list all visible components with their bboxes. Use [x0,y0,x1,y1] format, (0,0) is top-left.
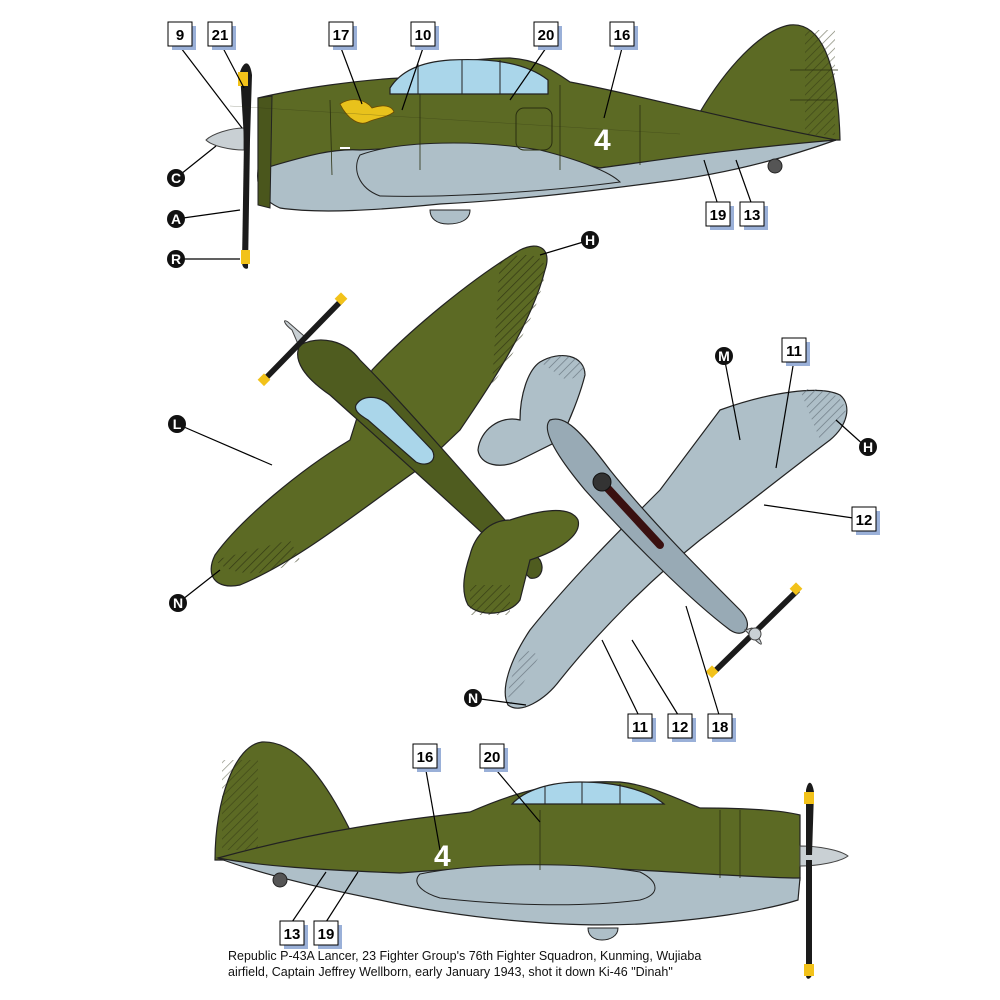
svg-text:12: 12 [856,512,873,529]
caption: Republic P-43A Lancer, 23 Fighter Group'… [228,948,748,980]
callout-12-bottom: 12 [667,713,696,742]
callout-12-right: 12 [851,506,880,535]
svg-text:19: 19 [318,926,335,943]
callout-20: 20 [533,21,562,50]
svg-text:C: C [171,170,181,186]
upper-plan-view [210,245,579,615]
marker-R: R [167,250,185,268]
bottom-canopy [510,781,666,805]
svg-text:H: H [863,439,873,455]
svg-text:19: 19 [710,207,727,224]
marker-N-under: N [464,689,482,707]
svg-text:H: H [585,232,595,248]
marker-C: C [167,169,185,187]
svg-text:A: A [171,211,181,227]
caption-line-1: Republic P-43A Lancer, 23 Fighter Group'… [228,949,702,963]
marker-H-under: H [859,438,877,456]
callout-11-right: 11 [781,337,810,366]
right-side-profile: 4 [214,741,849,979]
nose-art-emblem [339,99,395,124]
callout-10: 10 [410,21,439,50]
callout-16: 16 [609,21,638,50]
aircraft-number: 4 [594,124,611,157]
marker-A: A [167,210,185,228]
callout-19-bottom: 19 [313,920,342,949]
bottom-propeller [804,782,814,979]
circle-markers: C A R H L N M H [167,169,877,707]
svg-text:13: 13 [284,926,301,943]
callout-13: 13 [739,201,768,230]
svg-text:16: 16 [614,27,631,44]
svg-text:20: 20 [484,749,501,766]
canopy [389,58,549,95]
svg-text:M: M [718,348,730,364]
callout-17: 17 [328,21,357,50]
svg-text:17: 17 [333,27,350,44]
svg-text:R: R [171,251,181,267]
marker-H-plan: H [581,231,599,249]
callout-20-bottom: 20 [479,743,508,772]
callout-13-bottom: 13 [279,920,308,949]
svg-text:L: L [173,416,182,432]
caption-line-2: airfield, Captain Jeffrey Wellborn, earl… [228,965,673,979]
callout-18: 18 [707,713,736,742]
svg-text:16: 16 [417,749,434,766]
callout-21: 21 [207,21,236,50]
propeller [238,63,252,269]
callout-19: 19 [705,201,734,230]
svg-text:13: 13 [744,207,761,224]
svg-text:18: 18 [712,719,729,736]
marker-N-plan: N [169,594,187,612]
callout-boxes: 9 21 17 10 20 16 19 [167,21,880,949]
marker-L: L [168,415,186,433]
marker-M: M [715,347,733,365]
callout-11-bottom: 11 [627,713,656,742]
spinner [205,127,245,151]
bottom-aircraft-number: 4 [434,840,451,873]
svg-text:21: 21 [212,27,229,44]
left-side-profile: 4 [205,24,841,269]
svg-text:11: 11 [632,719,648,736]
svg-text:11: 11 [786,343,802,360]
underside-view [477,354,848,709]
callout-16-bottom: 16 [412,743,441,772]
svg-text:12: 12 [672,719,689,736]
svg-text:N: N [468,690,478,706]
callout-9: 9 [167,21,196,50]
leader-lines [175,47,867,923]
svg-text:9: 9 [176,27,184,44]
upper-canopy [354,396,435,465]
upper-propeller [262,298,344,382]
svg-text:N: N [173,595,183,611]
svg-text:20: 20 [538,27,555,44]
svg-text:10: 10 [415,27,432,44]
